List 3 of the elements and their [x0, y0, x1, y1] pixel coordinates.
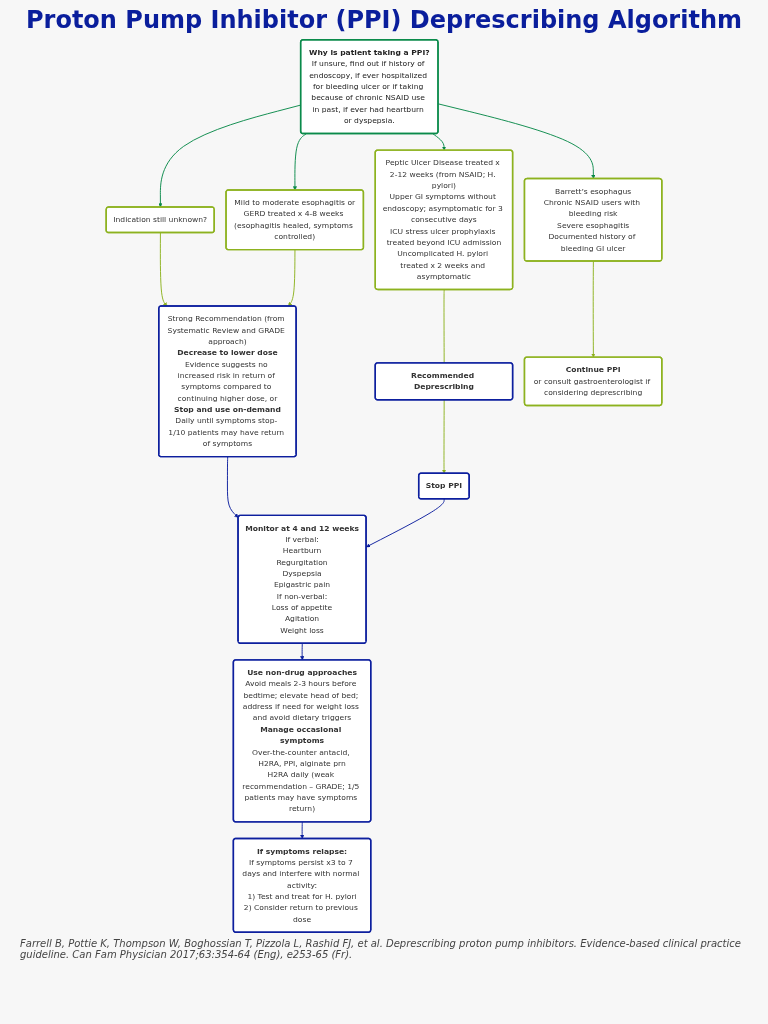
caption: Farrell B, Pottie K, Thompson W, Boghossian T, Pizzola L, Rashid FJ, et al. Deprescribing proton pump inhibitors. Evidence-based clinical practice guideline. Can Fam Physician 2017;63:354-64 (Eng), e253-65 (Fr).: [20, 938, 742, 960]
connector: [443, 289, 445, 364]
title: Proton Pump Inhibitor (PPI) Deprescribing Algorithm: [25, 6, 743, 34]
